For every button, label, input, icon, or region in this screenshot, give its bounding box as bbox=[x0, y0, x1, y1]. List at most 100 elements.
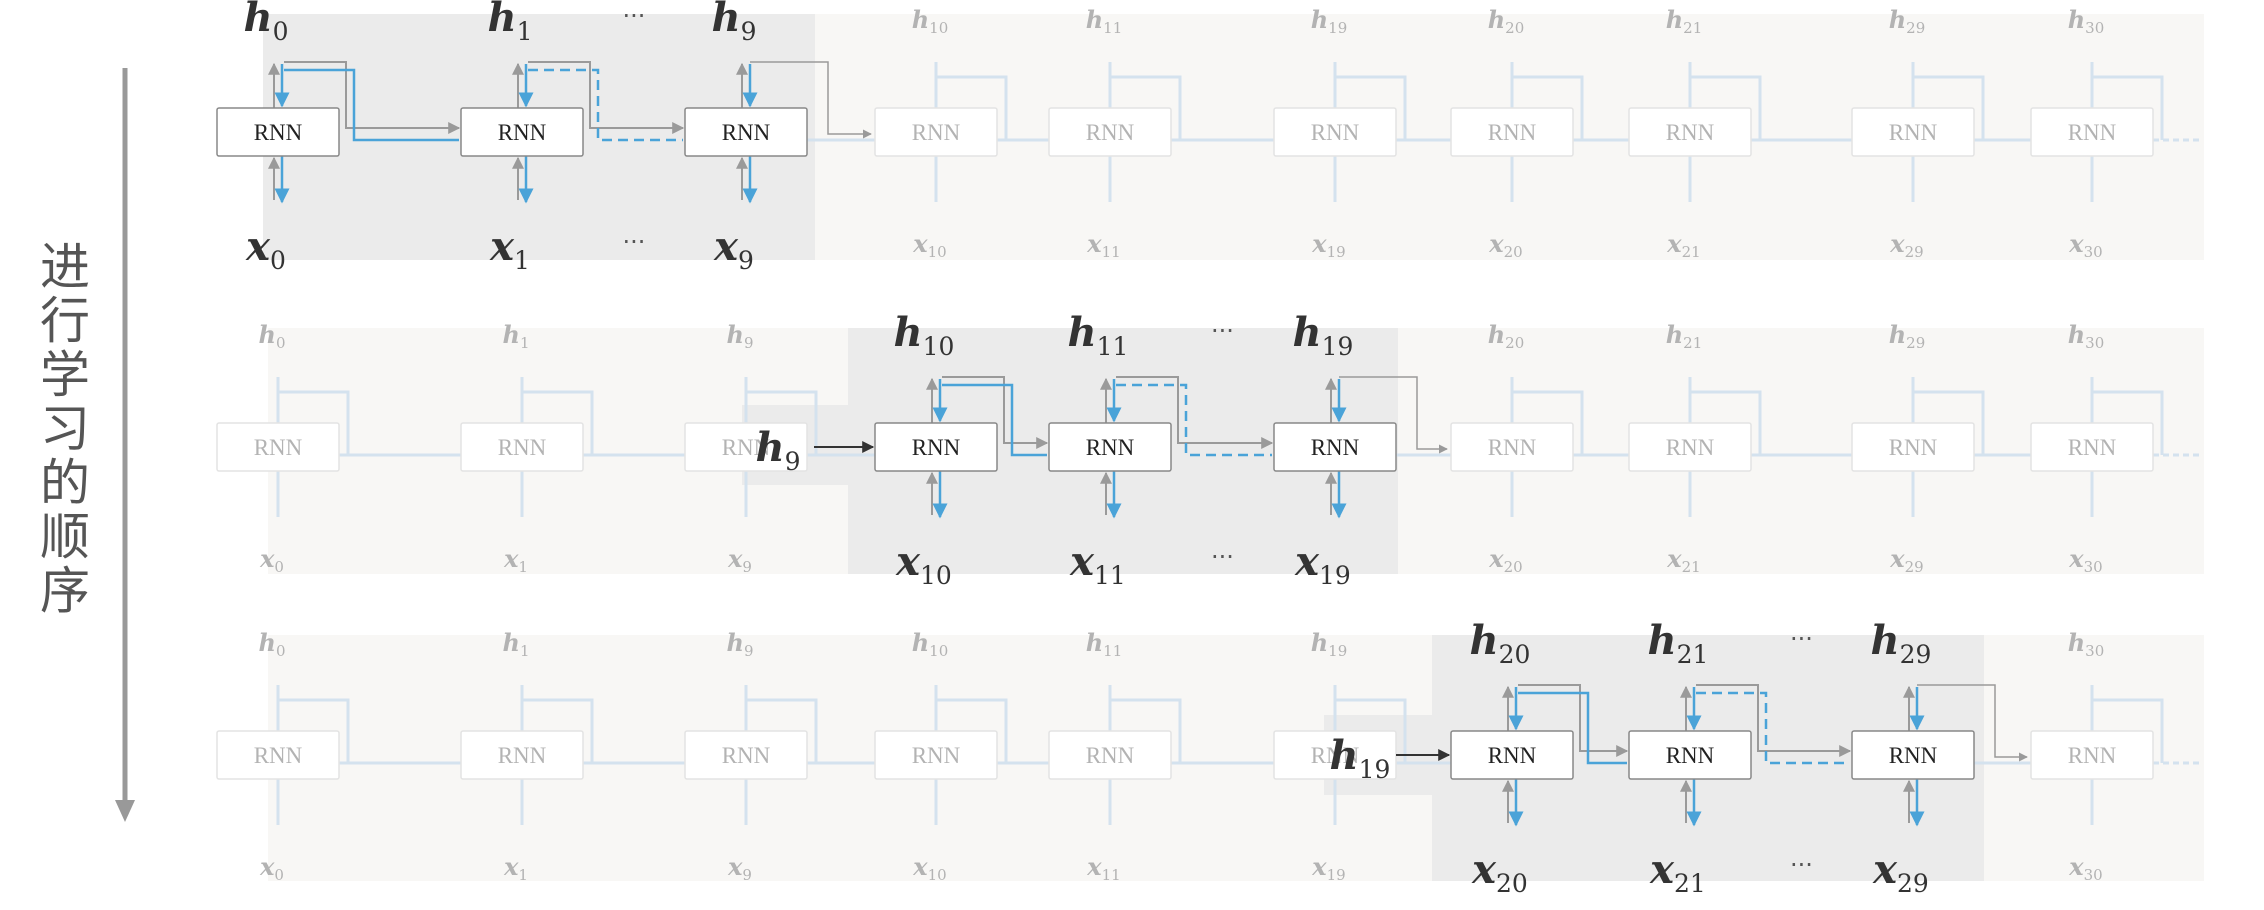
h-label-base: h bbox=[894, 309, 923, 356]
rnn-label: RNN bbox=[1086, 435, 1135, 460]
h-label-base: h bbox=[1648, 617, 1677, 664]
h-label-subscript: 10 bbox=[929, 19, 948, 37]
x-label-base: x bbox=[1294, 538, 1320, 585]
h-label: h0 bbox=[259, 628, 286, 660]
rnn-label: RNN bbox=[722, 743, 771, 768]
h-label-subscript: 21 bbox=[1683, 19, 1702, 37]
h-label-subscript: 20 bbox=[1499, 640, 1531, 669]
h-label: h10 bbox=[912, 628, 949, 660]
rnn-box bbox=[2030, 422, 2154, 472]
x-label-subscript: 10 bbox=[920, 561, 952, 590]
x-label-subscript: 9 bbox=[742, 558, 752, 576]
prev-hidden-label-base: h bbox=[1330, 732, 1359, 779]
rnn-label: RNN bbox=[1311, 743, 1360, 768]
ellipsis-bottom: ··· bbox=[1790, 851, 1813, 879]
faded-elbow bbox=[1335, 698, 1407, 763]
h-label-subscript: 10 bbox=[923, 332, 955, 361]
faded-elbow bbox=[1110, 698, 1182, 763]
h-label-subscript: 10 bbox=[929, 642, 948, 660]
h-label: h9 bbox=[727, 320, 754, 352]
faded-elbow bbox=[1110, 75, 1182, 140]
rnn-box bbox=[2030, 730, 2154, 780]
faded-elbow bbox=[278, 698, 350, 763]
x-label-base: x bbox=[727, 852, 743, 881]
h-label: h21 bbox=[1666, 5, 1703, 37]
x-label: x19 bbox=[1311, 229, 1345, 261]
faded-elbow bbox=[2092, 698, 2164, 763]
rnn-box bbox=[684, 422, 808, 472]
h-label: h0 bbox=[244, 0, 289, 46]
rnn-label: RNN bbox=[1488, 120, 1537, 145]
x-label: x21 bbox=[1666, 229, 1700, 261]
h-label-subscript: 29 bbox=[1906, 19, 1925, 37]
h-label: h21 bbox=[1666, 320, 1703, 352]
h-label-base: h bbox=[1293, 309, 1322, 356]
x-label-base: x bbox=[912, 852, 928, 881]
rnn-label: RNN bbox=[722, 120, 771, 145]
h-label-subscript: 19 bbox=[1328, 642, 1347, 660]
x-label-base: x bbox=[503, 544, 519, 573]
x-label: x10 bbox=[912, 852, 946, 884]
x-label-base: x bbox=[245, 223, 271, 270]
x-label-subscript: 30 bbox=[2084, 866, 2103, 884]
h-label-base: h bbox=[1470, 617, 1499, 664]
x-label: x20 bbox=[1471, 846, 1528, 898]
x-label-base: x bbox=[1649, 846, 1675, 893]
h-label-subscript: 1 bbox=[517, 17, 533, 46]
x-label-subscript: 0 bbox=[274, 558, 284, 576]
x-label: x9 bbox=[727, 544, 752, 576]
backprop-arrow bbox=[1518, 691, 1627, 765]
x-label-subscript: 11 bbox=[1102, 243, 1121, 261]
rnn-label: RNN bbox=[1666, 435, 1715, 460]
order-label-text: 进行学习的顺序 bbox=[40, 238, 90, 620]
faded-elbow bbox=[278, 390, 350, 455]
x-label: x9 bbox=[727, 852, 752, 884]
h-label-base: h bbox=[1871, 617, 1900, 664]
h-label-subscript: 11 bbox=[1103, 642, 1122, 660]
h-label-subscript: 30 bbox=[2085, 19, 2104, 37]
h-label-base: h bbox=[727, 320, 744, 349]
h-label: h19 bbox=[1311, 628, 1348, 660]
h-label: h11 bbox=[1086, 5, 1123, 37]
h-label: h0 bbox=[259, 320, 286, 352]
prev-hidden-label-base: h bbox=[756, 424, 785, 471]
x-label-subscript: 1 bbox=[518, 558, 528, 576]
h-label-base: h bbox=[488, 0, 517, 41]
faded-elbow bbox=[936, 698, 1008, 763]
rnn-label: RNN bbox=[2068, 435, 2117, 460]
prev-hidden-label: h9 bbox=[756, 424, 801, 476]
rnn-label: RNN bbox=[912, 435, 961, 460]
faded-elbow bbox=[2092, 75, 2164, 140]
x-label: x20 bbox=[1488, 229, 1522, 261]
x-label-base: x bbox=[1471, 846, 1497, 893]
x-label-base: x bbox=[895, 538, 921, 585]
x-label: x0 bbox=[259, 544, 284, 576]
h-label-base: h bbox=[1086, 628, 1103, 657]
x-label: x29 bbox=[1889, 229, 1923, 261]
rnn-box bbox=[1628, 730, 1752, 780]
ellipsis-bottom: ··· bbox=[1211, 543, 1234, 571]
x-label: x11 bbox=[1086, 229, 1120, 261]
ellipsis-top: ··· bbox=[1790, 625, 1813, 653]
rnn-label: RNN bbox=[498, 435, 547, 460]
h-label: h9 bbox=[712, 0, 757, 46]
h-label-subscript: 20 bbox=[1505, 19, 1524, 37]
x-label: x10 bbox=[895, 538, 952, 590]
h-label-subscript: 9 bbox=[744, 642, 754, 660]
h-label-base: h bbox=[1311, 5, 1328, 34]
rnn-label: RNN bbox=[1889, 435, 1938, 460]
carry-hidden-arrow bbox=[1339, 376, 1448, 454]
rnn-label: RNN bbox=[1311, 435, 1360, 460]
carry-hidden-arrow bbox=[750, 61, 872, 139]
x-label-subscript: 9 bbox=[738, 246, 754, 275]
x-label-base: x bbox=[503, 852, 519, 881]
h-label: h29 bbox=[1871, 617, 1932, 669]
h-label-base: h bbox=[712, 0, 741, 41]
rnn-box bbox=[1450, 730, 1574, 780]
h-label-base: h bbox=[1889, 5, 1906, 34]
x-label: x21 bbox=[1649, 846, 1706, 898]
forward-arrow bbox=[1116, 376, 1274, 449]
h-label-base: h bbox=[1666, 320, 1683, 349]
x-label: x0 bbox=[259, 852, 284, 884]
h-label: h11 bbox=[1086, 628, 1123, 660]
